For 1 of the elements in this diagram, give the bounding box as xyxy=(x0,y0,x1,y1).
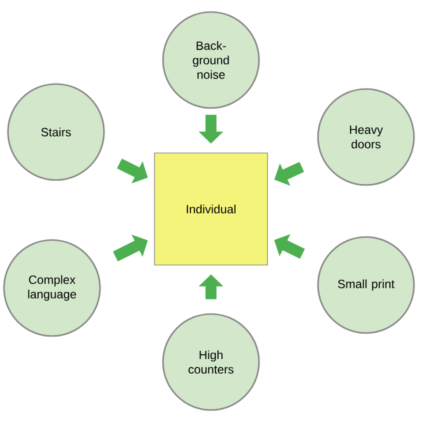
center-box: Individual xyxy=(154,152,268,266)
